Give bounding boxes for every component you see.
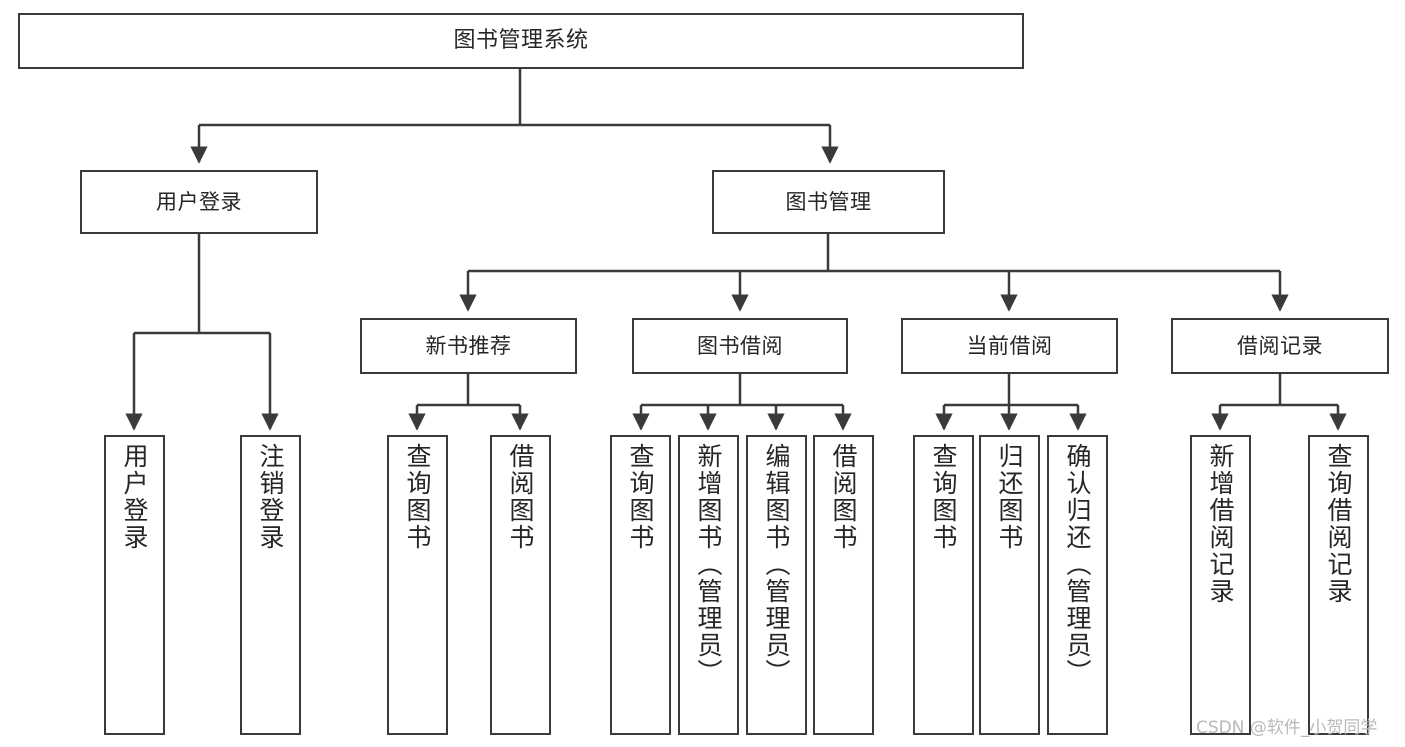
node-leaf-confirm-return[interactable]: 确认归还（管理员） bbox=[1047, 435, 1108, 735]
node-leaf-query-book-3-label: 查询图书 bbox=[929, 443, 958, 551]
node-book-borrow-label: 图书借阅 bbox=[697, 333, 783, 358]
node-leaf-user-login[interactable]: 用户登录 bbox=[104, 435, 165, 735]
node-book-borrow[interactable]: 图书借阅 bbox=[632, 318, 848, 374]
node-leaf-return-book-label: 归还图书 bbox=[995, 443, 1024, 551]
node-leaf-confirm-return-label: 确认归还（管理员） bbox=[1063, 443, 1092, 686]
node-borrow-record-label: 借阅记录 bbox=[1237, 333, 1323, 358]
node-book-manage-label: 图书管理 bbox=[785, 189, 872, 214]
node-leaf-add-record[interactable]: 新增借阅记录 bbox=[1190, 435, 1251, 735]
node-leaf-borrow-book-1[interactable]: 借阅图书 bbox=[490, 435, 551, 735]
node-leaf-add-book-label: 新增图书（管理员） bbox=[694, 443, 723, 686]
node-new-book-recommend-label: 新书推荐 bbox=[425, 333, 512, 358]
node-leaf-query-book-1-label: 查询图书 bbox=[403, 443, 432, 551]
node-leaf-borrow-book-2[interactable]: 借阅图书 bbox=[813, 435, 874, 735]
node-user-login-label: 用户登录 bbox=[156, 189, 242, 214]
node-root-label: 图书管理系统 bbox=[453, 28, 589, 54]
node-leaf-add-book[interactable]: 新增图书（管理员） bbox=[678, 435, 739, 735]
node-leaf-user-login-label: 用户登录 bbox=[120, 443, 149, 551]
node-root[interactable]: 图书管理系统 bbox=[18, 13, 1024, 69]
node-leaf-edit-book-label: 编辑图书（管理员） bbox=[762, 443, 791, 686]
node-leaf-query-book-1[interactable]: 查询图书 bbox=[387, 435, 448, 735]
csdn-watermark: CSDN @软件_小贺同学 bbox=[1196, 718, 1378, 738]
node-leaf-query-book-2-label: 查询图书 bbox=[626, 443, 655, 551]
node-leaf-borrow-book-1-label: 借阅图书 bbox=[506, 443, 535, 551]
node-leaf-query-book-3[interactable]: 查询图书 bbox=[913, 435, 974, 735]
node-new-book-recommend[interactable]: 新书推荐 bbox=[360, 318, 577, 374]
node-user-login[interactable]: 用户登录 bbox=[80, 170, 318, 234]
node-leaf-borrow-book-2-label: 借阅图书 bbox=[829, 443, 858, 551]
node-current-borrow-label: 当前借阅 bbox=[966, 333, 1053, 358]
node-leaf-user-logout-label: 注销登录 bbox=[256, 443, 285, 551]
node-leaf-user-logout[interactable]: 注销登录 bbox=[240, 435, 301, 735]
node-borrow-record[interactable]: 借阅记录 bbox=[1171, 318, 1389, 374]
node-current-borrow[interactable]: 当前借阅 bbox=[901, 318, 1118, 374]
node-leaf-add-record-label: 新增借阅记录 bbox=[1206, 443, 1235, 605]
node-leaf-edit-book[interactable]: 编辑图书（管理员） bbox=[746, 435, 807, 735]
node-leaf-query-book-2[interactable]: 查询图书 bbox=[610, 435, 671, 735]
node-leaf-query-record[interactable]: 查询借阅记录 bbox=[1308, 435, 1369, 735]
node-leaf-return-book[interactable]: 归还图书 bbox=[979, 435, 1040, 735]
node-book-manage[interactable]: 图书管理 bbox=[712, 170, 945, 234]
node-leaf-query-record-label: 查询借阅记录 bbox=[1324, 443, 1353, 605]
